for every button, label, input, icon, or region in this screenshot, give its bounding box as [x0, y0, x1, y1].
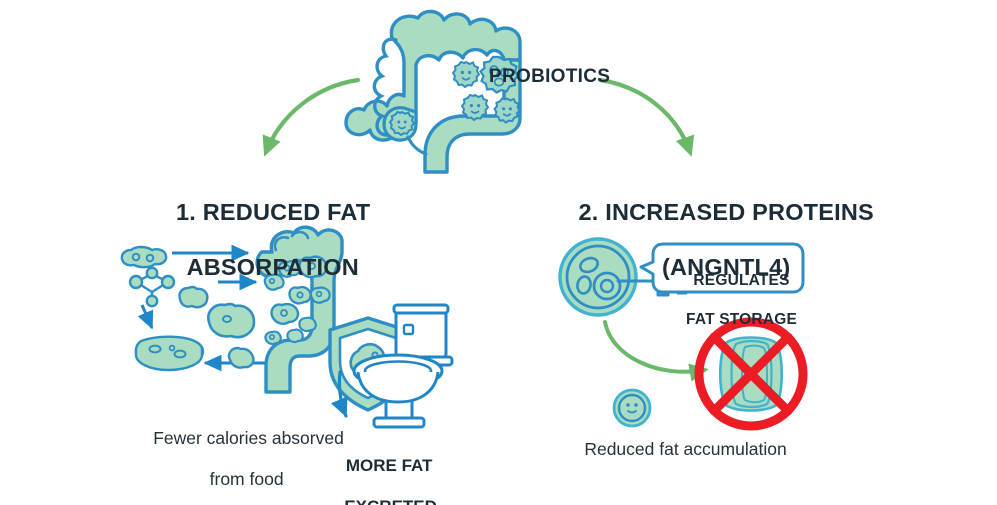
callout-line-1: REGULATES [693, 272, 790, 290]
left-caption-line-1: Fewer calories absorved [153, 428, 344, 449]
right-panel-caption: Reduced fat accumulation [584, 439, 787, 459]
colon-ascending-edge [372, 37, 402, 137]
more-fat-excreted-label: MORE FAT EXCRETED [316, 436, 437, 505]
colon-icon [344, 9, 522, 174]
small-probiotic-icon [612, 388, 652, 428]
toilet-icon [330, 303, 454, 429]
fat-molecule-icon [120, 245, 168, 269]
intestine-fat-globules [263, 255, 331, 346]
probiotic-bacteria-icon [388, 55, 521, 137]
callout-line-2: FAT STORAGE [686, 311, 798, 329]
excreted-line-1: MORE FAT [345, 456, 433, 476]
right-panel-heading: 2. INCREASED PROTEINS (ANGNTL4) [536, 172, 876, 308]
left-heading-line-2: ABSORPATION [186, 253, 359, 280]
left-caption-line-2: from food [209, 468, 284, 489]
curved-arrow-right-icon [597, 77, 695, 157]
left-heading-line-1: 1. REDUCED FAT [176, 199, 371, 226]
right-heading-line-1: 2. INCREASED PROTEINS [578, 199, 874, 226]
regulates-fat-storage-label: REGULATES FAT STORAGE [655, 252, 801, 349]
blocked-fat-cell-icon [694, 317, 808, 431]
left-panel-heading: 1. REDUCED FAT ABSORPATION [103, 172, 403, 308]
excreted-line-2: EXCRETED [344, 497, 437, 505]
curved-arrow-down-icon [603, 320, 709, 382]
blue-arrow-down-icon [137, 304, 154, 330]
intestine-icon [255, 225, 344, 394]
blue-arrow-toilet-icon [330, 370, 348, 418]
probiotics-label: PROBIOTICS [489, 66, 611, 87]
left-panel-caption: Fewer calories absorved from food [124, 408, 344, 505]
fat-globule-icon [178, 285, 256, 369]
protein-key-icon [558, 237, 688, 317]
lipid-droplet-icon [134, 335, 205, 372]
appendix-shape [406, 135, 428, 156]
colon-transverse-shape [344, 9, 522, 142]
triglyceride-icon [128, 266, 176, 308]
right-heading-line-2: (ANGNTL4) [661, 253, 791, 280]
curved-arrow-left-icon [262, 77, 361, 157]
regulates-fat-storage-callout [639, 242, 805, 294]
